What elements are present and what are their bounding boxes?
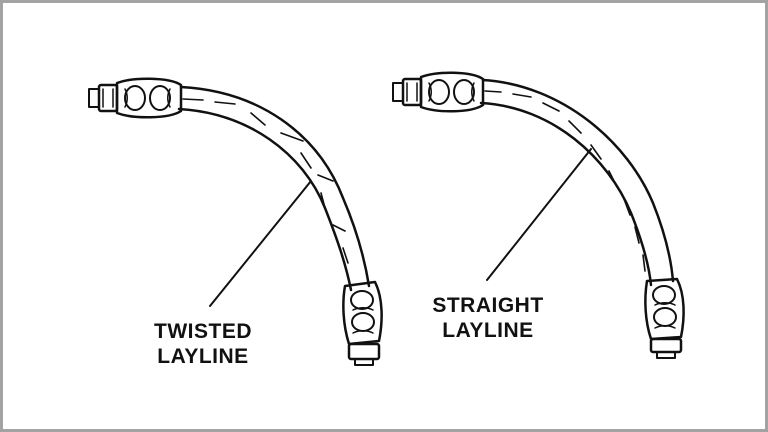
hose-illustration <box>88 71 685 366</box>
twisted-label-line2: LAYLINE <box>157 345 249 368</box>
twisted-layline-label: TWISTED LAYLINE <box>123 319 283 369</box>
straight-label-line2: LAYLINE <box>442 319 534 342</box>
right-hose <box>392 71 685 359</box>
straight-label-line1: STRAIGHT <box>432 294 544 317</box>
left-hose <box>88 77 383 366</box>
straight-layline-label: STRAIGHT LAYLINE <box>403 293 573 343</box>
twisted-label-line1: TWISTED <box>154 320 252 343</box>
